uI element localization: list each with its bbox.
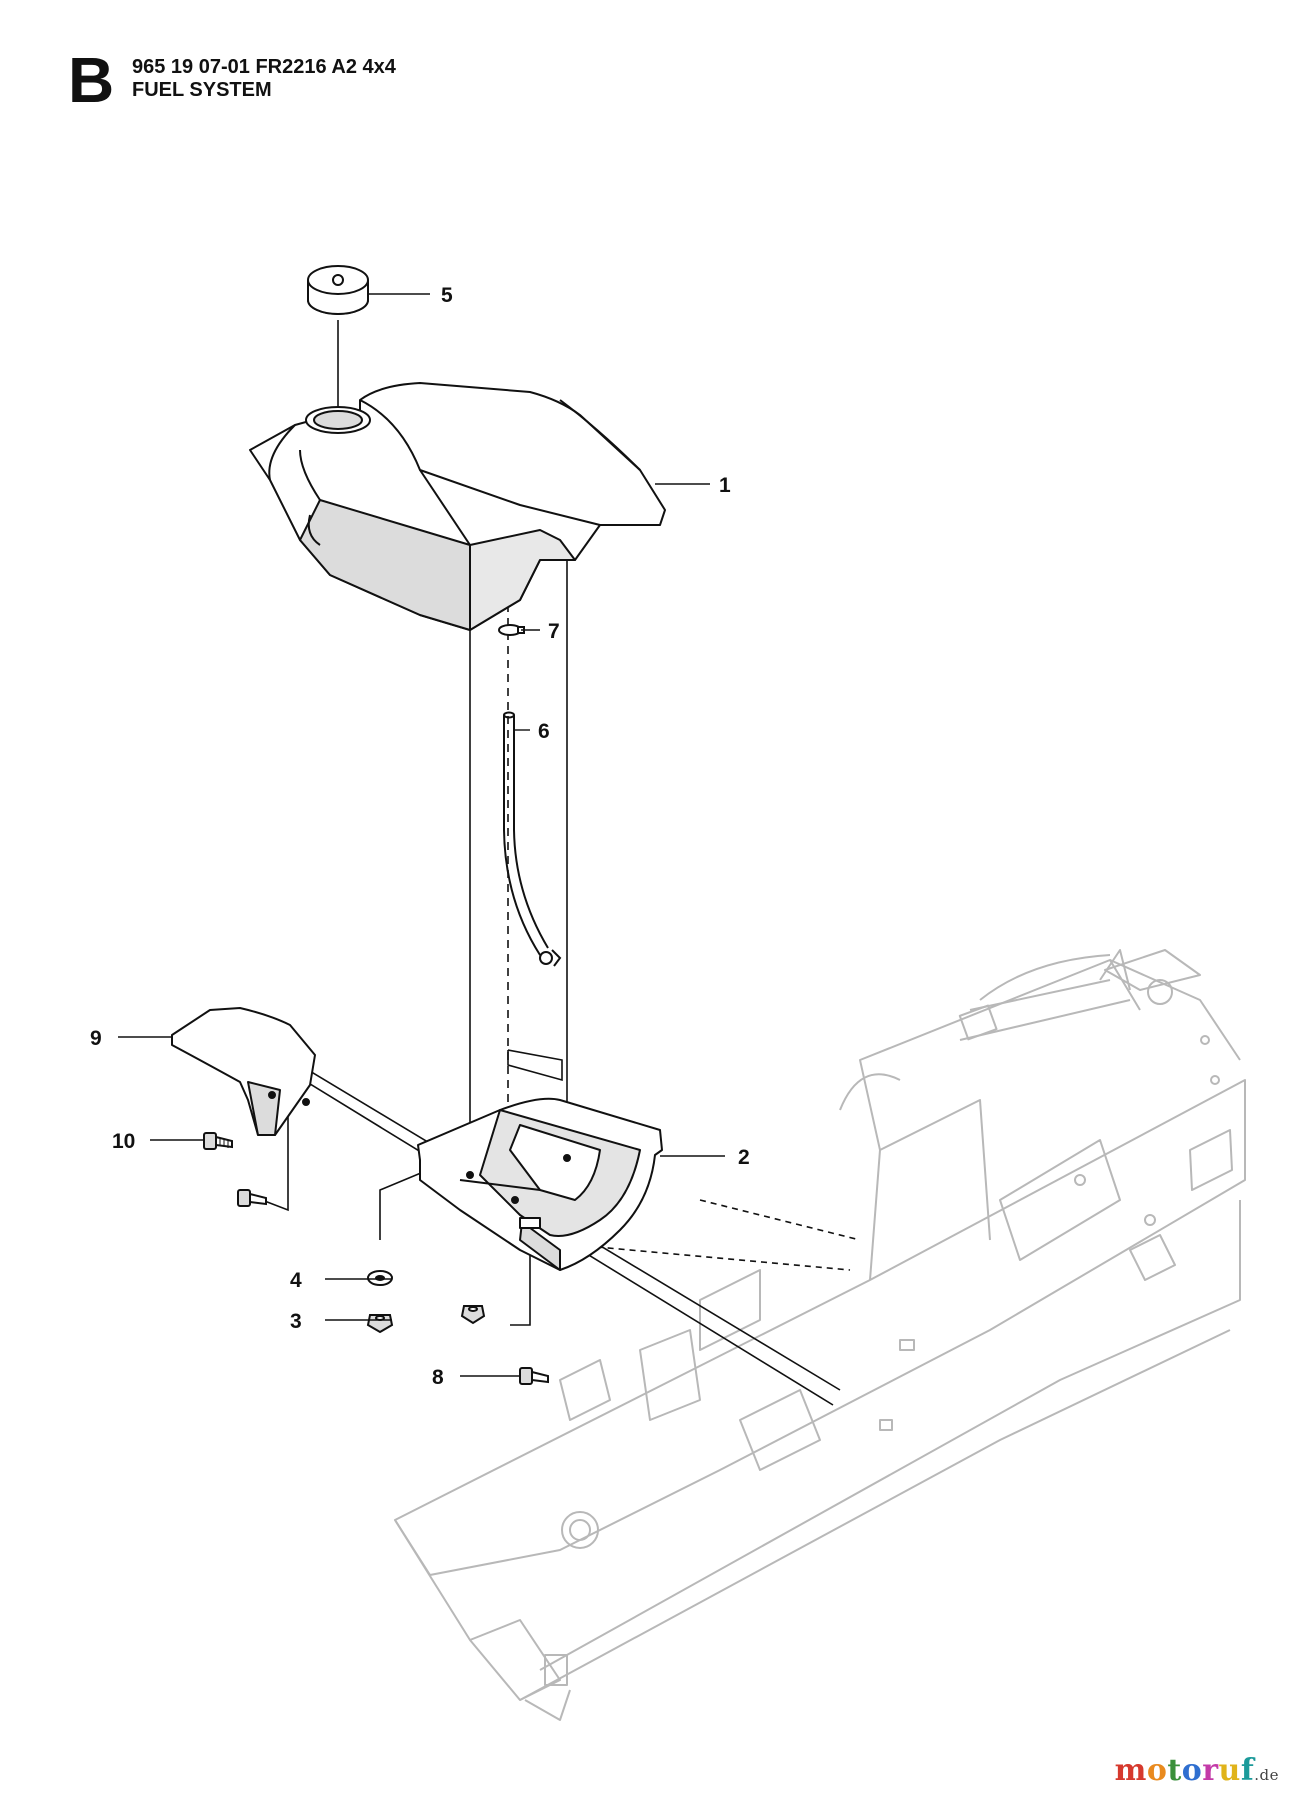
callout-2: 2 (738, 1146, 750, 1169)
section-letter: B (68, 44, 115, 116)
callout-4: 4 (290, 1269, 302, 1292)
bolt-10 (203, 1132, 233, 1150)
bolt-lower (237, 1189, 267, 1207)
callout-3: 3 (290, 1310, 302, 1333)
watermark-letter: o (1146, 1753, 1168, 1788)
watermark-letter: f (1240, 1753, 1255, 1788)
tank-bracket (417, 1097, 663, 1271)
callout-1: 1 (719, 474, 731, 497)
fuel-hose (503, 711, 562, 967)
bolt-8 (519, 1367, 549, 1385)
callout-10: 10 (112, 1130, 135, 1153)
watermark-letter: r (1202, 1753, 1219, 1788)
model-number: 965 19 07-01 FR2216 A2 4x4 (132, 56, 396, 78)
fuel-cap (307, 265, 369, 315)
watermark-letter: o (1181, 1753, 1203, 1788)
callout-5: 5 (441, 284, 453, 307)
watermark-letter: u (1218, 1753, 1241, 1788)
callout-8: 8 (432, 1366, 444, 1389)
nut-3 (366, 1314, 394, 1334)
callout-6: 6 (538, 720, 550, 743)
callout-9: 9 (90, 1027, 102, 1050)
watermark-logo: motoruf.de (1115, 1753, 1279, 1788)
diagram-title: FUEL SYSTEM (132, 79, 272, 101)
hose-clamp (498, 624, 525, 636)
chassis-frame (394, 949, 1246, 1721)
watermark-letter: m (1114, 1753, 1147, 1788)
leader-lines (118, 293, 725, 1377)
fuel-tank (249, 382, 666, 631)
watermark-tld: .de (1254, 1766, 1279, 1784)
callout-7: 7 (548, 620, 560, 643)
nut-center (460, 1305, 486, 1325)
watermark-letter: t (1167, 1753, 1182, 1788)
washer (367, 1270, 393, 1286)
heat-shield (171, 1007, 316, 1136)
